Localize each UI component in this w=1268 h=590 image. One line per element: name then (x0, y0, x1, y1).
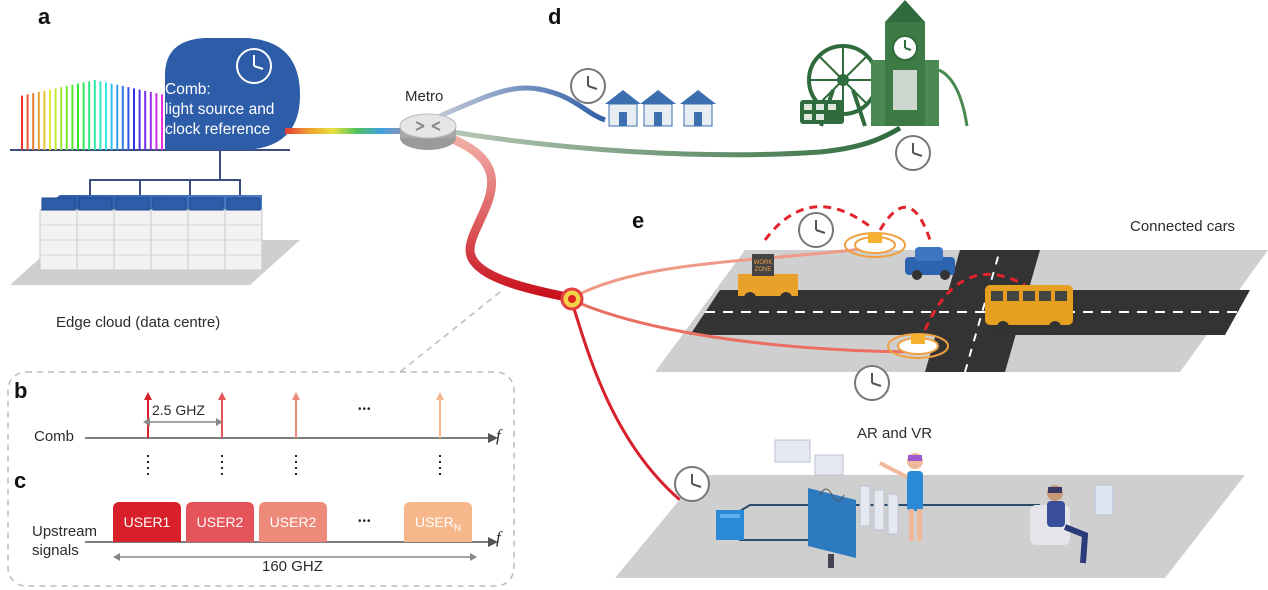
server-unit (115, 197, 150, 211)
spacing-arrow (143, 418, 223, 426)
house-icon (605, 90, 716, 127)
monitor-icon (808, 488, 856, 568)
comb-tooth-head (436, 392, 444, 400)
user-channel-subscript: N (453, 522, 462, 534)
clock-icon (854, 365, 890, 401)
edge-cloud-label: Edge cloud (data centre) (56, 314, 221, 331)
comb-spacing-label: 2.5 GHZ (152, 402, 205, 418)
server-unit (189, 197, 224, 211)
inset-box (7, 371, 515, 587)
comb-row-label: Comb (34, 428, 75, 445)
school-bus-icon (985, 285, 1073, 333)
user-channel-label: USER1 (123, 514, 171, 530)
panel-label-c: c (14, 468, 27, 493)
seated-vr-user-icon (1030, 484, 1114, 564)
upstream-label-line-1: Upstream (32, 523, 98, 540)
rainbow-fibre (285, 128, 405, 134)
alignment-dots (147, 455, 441, 478)
server-unit (226, 197, 261, 211)
truck-icon: WORK ZONE (738, 254, 798, 304)
comb-tooth-head (218, 392, 226, 400)
clock-icon (674, 466, 710, 502)
clock-tower-icon (871, 0, 969, 127)
fibre-to-sensor-2 (571, 298, 913, 354)
house-icon (680, 90, 716, 127)
signal-ellipsis: ••• (358, 516, 372, 527)
server-unit (78, 197, 113, 211)
fibre-to-homes (439, 85, 606, 123)
inset-callout (399, 291, 501, 373)
comb-source-line-1: Comb: (165, 81, 211, 98)
server-unit (152, 197, 187, 211)
user-channel-label: USER2 (196, 514, 244, 530)
user-channel-box: USER2 (186, 502, 254, 542)
fibre-to-city (439, 125, 902, 158)
road-sensor-icon (887, 333, 949, 359)
server-icon (716, 510, 744, 540)
road-platform (655, 249, 1268, 373)
comb-tooth-head (292, 392, 300, 400)
ar-vr-label: AR and VR (857, 425, 933, 442)
fibre-to-edge (445, 133, 577, 303)
comb-arrows (144, 392, 444, 438)
house-icon (640, 90, 676, 127)
comb-source-line-3: clock reference (165, 121, 271, 138)
hologram-panels (774, 439, 899, 535)
upstream-label-line-2: signals (32, 542, 79, 559)
user-channel-label: USER2 (269, 514, 317, 530)
connected-cars-label: Connected cars (1130, 218, 1236, 235)
house-icon (605, 90, 641, 127)
user-channel-box: USERN (404, 502, 472, 542)
panel-label-a: a (38, 4, 51, 29)
clock-icon (570, 68, 606, 104)
user-channel-label: USER (414, 514, 454, 530)
clock-icon (798, 212, 834, 248)
panel-label-b: b (14, 378, 28, 403)
router-icon (399, 113, 457, 150)
panel-label-e: e (632, 208, 645, 233)
user-channel-box: USER1 (113, 502, 181, 542)
bandwidth-arrow (113, 553, 477, 561)
comb-axis-label: f (496, 426, 501, 445)
upstream-label: Upstream signals (32, 522, 97, 560)
car-icon (905, 247, 955, 280)
signal-axis-label: f (496, 528, 501, 547)
comb-tooth-head (144, 392, 152, 400)
arvr-platform (615, 475, 1245, 578)
svg-text:ZONE: ZONE (755, 267, 772, 273)
metro-label: Metro (405, 88, 444, 105)
comb-ellipsis: ••• (358, 404, 372, 415)
vr-user-icon (879, 453, 923, 541)
v2x-links (763, 205, 1026, 331)
server-unit (41, 197, 76, 211)
svg-text:WORK: WORK (754, 260, 773, 266)
road-sensor-icon (844, 232, 906, 258)
bus-icon (800, 100, 844, 124)
panel-label-d: d (548, 4, 562, 29)
bandwidth-label: 160 GHZ (262, 558, 323, 575)
clock-icon (895, 135, 931, 171)
user-channel-box: USER2 (259, 502, 327, 542)
comb-source-label: Comb: light source and clock reference (165, 80, 274, 140)
fibre-to-sensor-1 (571, 246, 871, 300)
comb-spectrum (10, 80, 290, 151)
comb-source-line-2: light source and (165, 101, 275, 118)
clock-icon (236, 48, 272, 84)
data-centre (10, 195, 300, 285)
